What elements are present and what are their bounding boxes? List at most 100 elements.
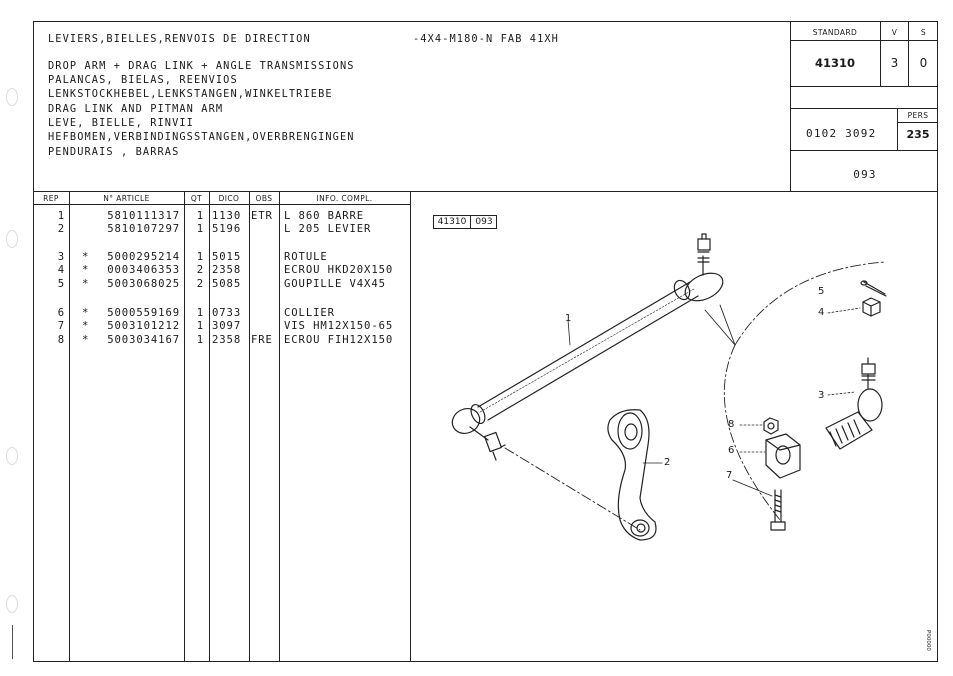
row-article: 5810107297 (107, 223, 180, 235)
ref-code: 0102 3092 (806, 127, 877, 140)
row-qt: 1 (196, 307, 204, 319)
row-info: ECROU FIH12X150 (284, 334, 394, 346)
row-article: 0003406353 (107, 264, 180, 276)
row-star: * (82, 307, 90, 319)
row-info: COLLIER (284, 307, 335, 319)
row-info: VIS HM12X150-65 (284, 320, 394, 332)
cotter-pin (860, 280, 887, 297)
row-info: ECROU HKD20X150 (284, 264, 394, 276)
row-info: L 860 BARRE (284, 210, 365, 222)
diagram-tag: 41310 093 (433, 215, 497, 229)
callout-4: 4 (818, 307, 825, 318)
row-rep: 6 (57, 307, 65, 319)
row-rep: 5 (57, 278, 65, 290)
diagram-tag-b: 093 (475, 217, 493, 227)
col-rep: REP (43, 194, 59, 203)
title-line-nl: HEFBOMEN,VERBINDINGSSTANGEN,OVERBRENGING… (48, 131, 355, 143)
row-rep: 2 (57, 223, 65, 235)
title-line-es: PALANCAS, BIELAS, REENVIOS (48, 74, 238, 86)
col-info: INFO. COMPL. (316, 194, 373, 203)
title-line-en: DROP ARM + DRAG LINK + ANGLE TRANSMISSIO… (48, 60, 355, 72)
title-line-fr: LEVIERS,BIELLES,RENVOIS DE DIRECTION (48, 33, 311, 45)
row-article: 5810111317 (107, 210, 180, 222)
row-qt: 1 (196, 251, 204, 263)
row-qt: 1 (196, 223, 204, 235)
title-line-en2: DRAG LINK AND PITMAN ARM (48, 103, 224, 115)
clamp-collar (765, 433, 801, 479)
punch-mark (6, 88, 18, 106)
row-info: ROTULE (284, 251, 328, 263)
row-article: 5003034167 (107, 334, 180, 346)
row-dico: 2358 (212, 264, 242, 276)
col-article: N° ARTICLE (103, 194, 150, 203)
model-code: -4X4-M180-N FAB 41XH (413, 33, 559, 45)
row-dico: 5015 (212, 251, 242, 263)
s-value: 0 (919, 56, 928, 70)
row-obs: ETR (251, 210, 273, 222)
row-rep: 3 (57, 251, 65, 263)
standard-value: 41310 (814, 56, 855, 70)
col-qt: QT (190, 194, 203, 203)
row-qt: 1 (196, 320, 204, 332)
title-line-de: LENKSTOCKHEBEL,LENKSTANGEN,WINKELTRIEBE (48, 88, 333, 100)
title-line-it: LEVE, BIELLE, RINVII (48, 117, 194, 129)
pers-label: PERS (907, 111, 929, 120)
s-label: S (920, 28, 927, 37)
side-code: P00000 (925, 630, 931, 651)
row-dico: 0733 (212, 307, 242, 319)
hex-nut (763, 417, 779, 435)
row-qt: 2 (196, 278, 204, 290)
row-article: 5003068025 (107, 278, 180, 290)
row-rep: 4 (57, 264, 65, 276)
v-label: V (891, 28, 898, 37)
drag-link-bar (451, 233, 724, 461)
row-info: L 205 LEVIER (284, 223, 372, 235)
row-dico: 2358 (212, 334, 242, 346)
margin-mark (12, 625, 13, 659)
col-dico: DICO (218, 194, 240, 203)
ball-joint (825, 357, 883, 450)
punch-mark (6, 230, 18, 248)
callout-5: 5 (818, 286, 825, 297)
pers-value: 235 (906, 128, 930, 141)
callout-2: 2 (664, 457, 671, 468)
callout-6: 6 (728, 445, 735, 456)
row-star: * (82, 278, 90, 290)
callout-8: 8 (728, 419, 735, 430)
title-line-pt: PENDURAIS , BARRAS (48, 146, 180, 158)
punch-mark (6, 447, 18, 465)
bolt (770, 489, 786, 531)
row-qt: 2 (196, 264, 204, 276)
row-obs: FRE (251, 334, 273, 346)
row-qt: 1 (196, 334, 204, 346)
sheet-frame (33, 21, 938, 662)
row-star: * (82, 334, 90, 346)
row-dico: 5196 (212, 223, 242, 235)
row-article: 5003101212 (107, 320, 180, 332)
v-value: 3 (890, 56, 899, 70)
row-star: * (82, 264, 90, 276)
row-dico: 5085 (212, 278, 242, 290)
row-star: * (82, 320, 90, 332)
row-rep: 1 (57, 210, 65, 222)
pitman-arm (607, 409, 657, 541)
col-obs: OBS (255, 194, 273, 203)
punch-mark (6, 595, 18, 613)
row-dico: 3097 (212, 320, 242, 332)
row-star: * (82, 251, 90, 263)
row-article: 5000295214 (107, 251, 180, 263)
row-rep: 8 (57, 334, 65, 346)
row-qt: 1 (196, 210, 204, 222)
row-article: 5000559169 (107, 307, 180, 319)
callout-3: 3 (818, 390, 825, 401)
header-separator (33, 191, 938, 193)
row-rep: 7 (57, 320, 65, 332)
page-code: 093 (853, 168, 877, 181)
callout-7: 7 (726, 470, 733, 481)
diagram-tag-a: 41310 (434, 216, 471, 228)
callout-1: 1 (565, 313, 572, 324)
row-dico: 1130 (212, 210, 242, 222)
castle-nut (862, 297, 881, 317)
row-info: GOUPILLE V4X45 (284, 278, 386, 290)
